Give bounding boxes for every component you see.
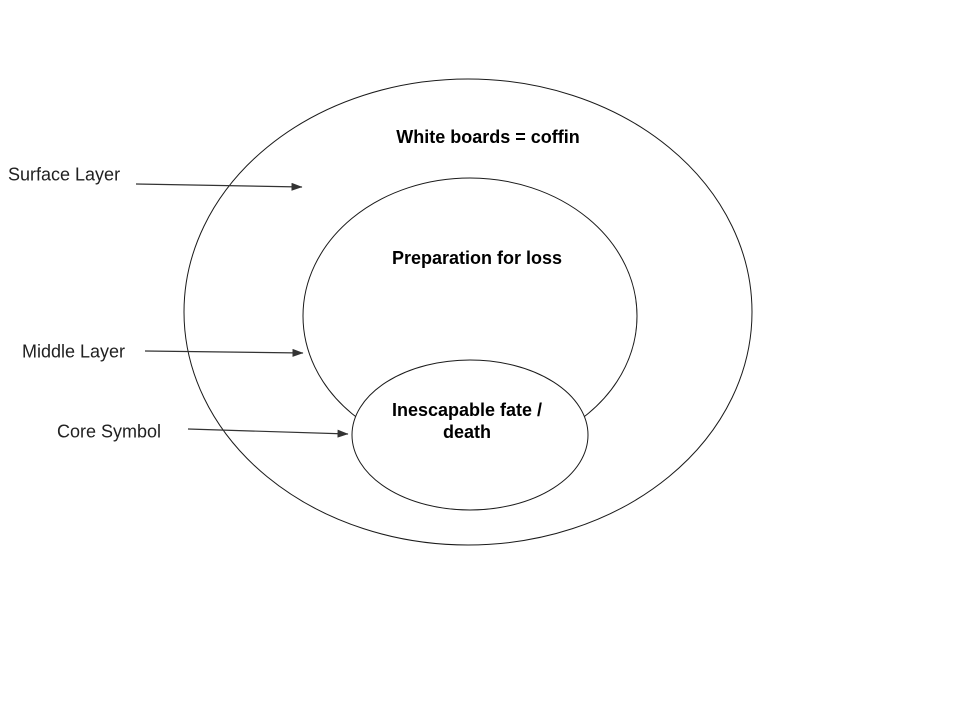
core-symbol-arrow (187, 428, 349, 438)
surface-layer-callout: Surface Layer (8, 164, 121, 185)
outer-ring-label: White boards = coffin (396, 127, 580, 147)
middle-ring-label: Preparation for loss (391, 248, 563, 268)
core-ring-label: Inescapable fate / death (391, 400, 543, 442)
middle-layer-callout: Middle Layer (22, 341, 126, 362)
middle-layer-arrow (144, 348, 304, 357)
surface-layer-arrow (135, 182, 303, 191)
core-ellipse (351, 359, 589, 511)
core-symbol-callout: Core Symbol (57, 421, 162, 442)
